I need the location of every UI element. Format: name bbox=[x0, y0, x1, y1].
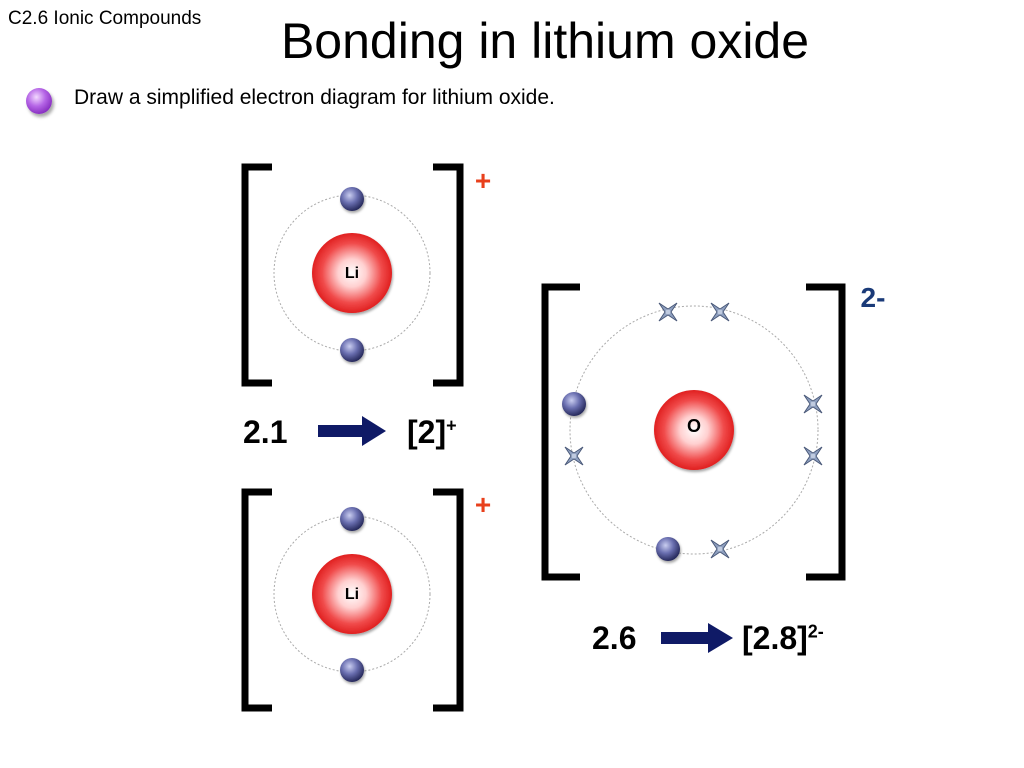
slide-title: Bonding in lithium oxide bbox=[280, 13, 810, 69]
electron bbox=[340, 338, 364, 362]
nucleus-label: O bbox=[687, 416, 701, 436]
right-bracket bbox=[433, 163, 464, 387]
left-bracket bbox=[241, 488, 272, 712]
li-config-after-charge: + bbox=[446, 415, 457, 436]
transferred-electron bbox=[656, 537, 680, 561]
oxygen-electron-cross bbox=[710, 302, 730, 322]
right-bracket bbox=[806, 283, 846, 581]
oxygen-electron-cross bbox=[803, 394, 823, 414]
ion-charge: + bbox=[475, 489, 491, 520]
electron-shell bbox=[569, 305, 819, 555]
topic-label: C2.6 Ionic Compounds bbox=[8, 8, 202, 29]
li-config-after: [2]+ bbox=[407, 414, 457, 451]
li-config-before: 2.1 bbox=[243, 414, 288, 450]
nucleus-label: Li bbox=[345, 586, 359, 603]
right-bracket bbox=[433, 488, 464, 712]
li-arrow-icon bbox=[318, 416, 386, 446]
oxygen-electron-cross bbox=[803, 446, 823, 466]
electron bbox=[340, 658, 364, 682]
nucleus bbox=[312, 233, 392, 313]
electron-shell bbox=[273, 515, 431, 673]
o-config-after-base: [2.8] bbox=[742, 620, 808, 656]
o-config-after: [2.8]2- bbox=[742, 620, 824, 657]
electron bbox=[340, 507, 364, 531]
electron-shell bbox=[273, 194, 431, 352]
oxygen-electron-cross bbox=[658, 302, 678, 322]
lithium-ion-2: Li + bbox=[241, 488, 491, 712]
o-config-after-charge: 2- bbox=[807, 621, 824, 642]
left-bracket bbox=[541, 283, 580, 581]
o-config-before: 2.6 bbox=[592, 620, 637, 656]
nucleus-label: Li bbox=[345, 265, 359, 282]
instruction-row: Draw a simplified electron diagram for l… bbox=[26, 86, 555, 114]
nucleus bbox=[654, 390, 734, 470]
ion-charge: + bbox=[475, 165, 491, 196]
transferred-electron bbox=[562, 392, 586, 416]
lithium-ion-1: Li + bbox=[241, 163, 491, 387]
li-config-after-base: [2] bbox=[407, 414, 447, 450]
nucleus bbox=[312, 554, 392, 634]
instruction-text: Draw a simplified electron diagram for l… bbox=[74, 86, 555, 109]
oxygen-electron-cross bbox=[710, 539, 730, 559]
ion-charge: 2- bbox=[861, 282, 886, 313]
left-bracket bbox=[241, 163, 272, 387]
electron bbox=[340, 187, 364, 211]
oxide-ion: O 2- bbox=[541, 282, 886, 581]
bullet-icon bbox=[26, 88, 52, 114]
o-arrow-icon bbox=[661, 623, 733, 653]
